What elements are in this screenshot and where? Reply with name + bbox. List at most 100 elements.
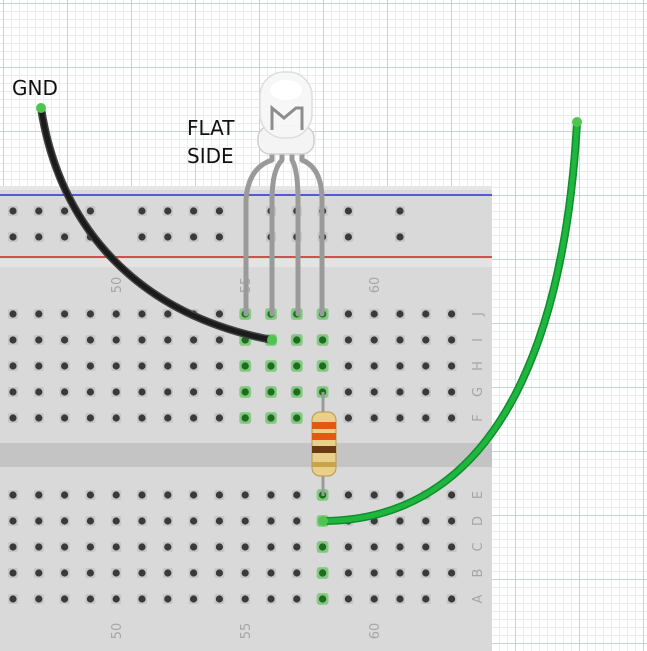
terminal-hole-pin xyxy=(370,336,378,344)
terminal-hole-pin xyxy=(190,362,198,370)
terminal-hole-pin xyxy=(61,595,69,603)
terminal-hole-pin xyxy=(35,543,43,551)
gnd-wire[interactable] xyxy=(36,103,277,345)
rail-hole-pin xyxy=(396,233,404,241)
terminal-hole-pin xyxy=(86,491,94,499)
terminal-hole-pin xyxy=(422,517,430,525)
rail-hole-pin xyxy=(86,207,94,215)
terminal-hole-pin xyxy=(35,595,43,603)
rail-hole-pin xyxy=(215,207,223,215)
signal-wire-end-top[interactable] xyxy=(572,117,582,127)
center-channel xyxy=(0,443,492,467)
terminal-hole-pin xyxy=(448,543,456,551)
rail-hole-pin xyxy=(215,233,223,241)
terminal-hole-pin xyxy=(370,569,378,577)
terminal-hole-pin xyxy=(164,414,172,422)
terminal-hole-pin xyxy=(61,362,69,370)
highlight-hole-pin xyxy=(267,362,275,370)
terminal-hole-pin xyxy=(215,595,223,603)
highlight-hole-pin xyxy=(293,336,301,344)
terminal-hole-pin xyxy=(293,543,301,551)
column-number-top: 60 xyxy=(368,277,383,294)
column-number-bottom: 55 xyxy=(239,623,254,640)
terminal-hole-pin xyxy=(267,517,275,525)
gnd-wire-end-bottom[interactable] xyxy=(267,335,277,345)
row-letter-top: J xyxy=(471,312,486,317)
signal-wire-body xyxy=(320,119,580,524)
row-letter-bottom: C xyxy=(471,542,486,551)
terminal-hole-pin xyxy=(112,414,120,422)
terminal-hole-pin xyxy=(61,414,69,422)
led-leg-cathode xyxy=(269,147,285,317)
gnd-wire-end-top[interactable] xyxy=(36,103,46,113)
terminal-hole-pin xyxy=(344,414,352,422)
terminal-hole-pin xyxy=(293,517,301,525)
terminal-hole-pin xyxy=(86,388,94,396)
terminal-hole-pin xyxy=(370,414,378,422)
terminal-hole-pin xyxy=(448,336,456,344)
terminal-hole-pin xyxy=(138,362,146,370)
terminal-hole-pin xyxy=(35,388,43,396)
terminal-hole-pin xyxy=(396,543,404,551)
terminal-hole-pin xyxy=(215,543,223,551)
led-leg-blue xyxy=(299,147,325,317)
terminal-hole-pin xyxy=(35,310,43,318)
rail-hole-pin xyxy=(138,207,146,215)
highlight-hole-pin xyxy=(319,336,327,344)
resistor-band-3 xyxy=(312,446,336,453)
terminal-hole-pin xyxy=(190,543,198,551)
gnd-wire-body xyxy=(38,105,275,343)
signal-wire[interactable] xyxy=(318,117,582,526)
terminal-hole-pin xyxy=(241,595,249,603)
terminal-hole-pin xyxy=(190,414,198,422)
rail-hole-pin xyxy=(164,233,172,241)
terminal-hole-pin xyxy=(9,388,17,396)
highlight-hole-pin xyxy=(319,595,327,603)
terminal-hole-pin xyxy=(61,336,69,344)
resistor[interactable] xyxy=(311,392,337,496)
terminal-hole-pin xyxy=(9,336,17,344)
terminal-hole-pin xyxy=(164,569,172,577)
terminal-hole-pin xyxy=(396,569,404,577)
terminal-hole-pin xyxy=(35,517,43,525)
terminal-hole-pin xyxy=(344,569,352,577)
terminal-hole-pin xyxy=(422,310,430,318)
terminal-hole-pin xyxy=(61,310,69,318)
terminal-hole-pin xyxy=(344,310,352,318)
terminal-hole-pin xyxy=(396,517,404,525)
row-letter-bottom: D xyxy=(471,516,486,526)
terminal-hole-pin xyxy=(9,517,17,525)
rail-hole-pin xyxy=(344,233,352,241)
highlight-hole-pin xyxy=(267,388,275,396)
terminal-hole-pin xyxy=(396,336,404,344)
led-die xyxy=(270,104,304,130)
terminal-hole-pin xyxy=(112,595,120,603)
terminal-hole-pin xyxy=(86,362,94,370)
terminal-hole-pin xyxy=(370,543,378,551)
terminal-hole-pin xyxy=(112,517,120,525)
led-legs xyxy=(243,147,325,317)
connection-highlights xyxy=(239,308,329,605)
terminal-hole-pin xyxy=(241,569,249,577)
terminal-hole-pin xyxy=(396,388,404,396)
terminal-hole-pin xyxy=(215,569,223,577)
rgb-led[interactable] xyxy=(257,71,315,155)
terminal-hole-pin xyxy=(267,491,275,499)
terminal-hole-pin xyxy=(190,388,198,396)
terminal-hole-pin xyxy=(448,310,456,318)
row-letter-top: H xyxy=(471,361,486,371)
terminal-hole-pin xyxy=(190,491,198,499)
terminal-hole-pin xyxy=(35,336,43,344)
terminal-hole-pin xyxy=(370,310,378,318)
rail-hole-pin xyxy=(396,207,404,215)
signal-wire-end-bottom[interactable] xyxy=(318,516,328,526)
terminal-hole-pin xyxy=(396,310,404,318)
terminal-hole-pin xyxy=(164,388,172,396)
terminal-hole-pin xyxy=(112,491,120,499)
terminal-hole-pin xyxy=(293,595,301,603)
terminal-hole-pin xyxy=(396,491,404,499)
terminal-hole-pin xyxy=(164,595,172,603)
rail-hole-pin xyxy=(190,233,198,241)
terminal-hole-pin xyxy=(215,414,223,422)
terminal-hole-pin xyxy=(422,362,430,370)
